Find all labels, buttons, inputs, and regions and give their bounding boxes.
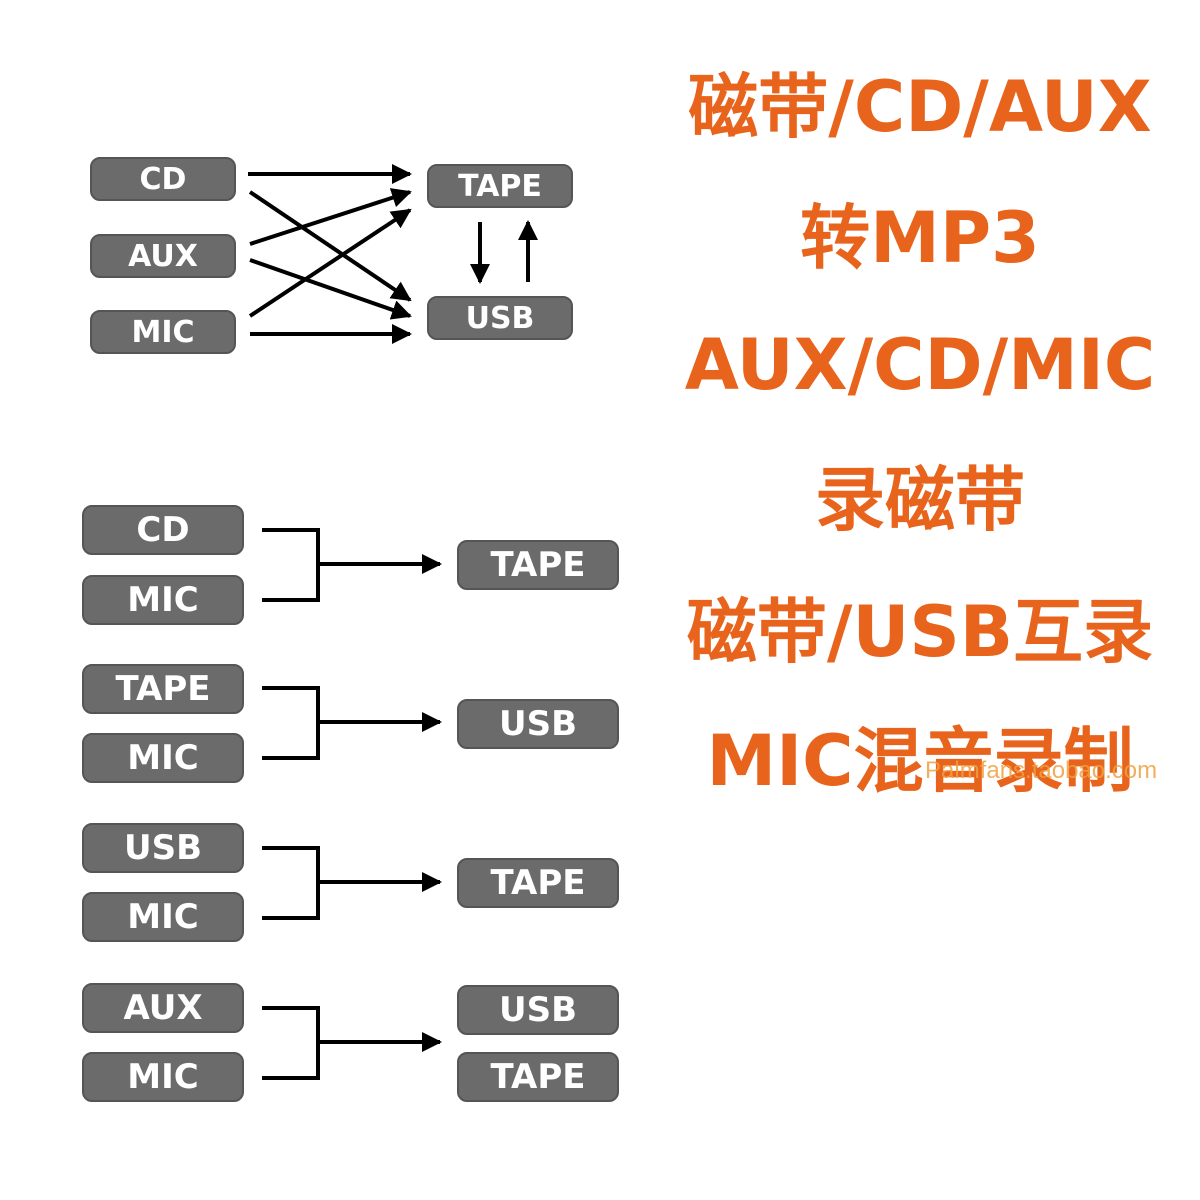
bracket-1 — [262, 528, 320, 602]
mix4-input-mic: MIC — [82, 1052, 244, 1102]
mix3-output-tape: TAPE — [457, 858, 619, 908]
mix2-input-tape: TAPE — [82, 664, 244, 714]
arrow-cd-usb — [248, 190, 412, 302]
title-line-6: MIC混音录制 — [706, 720, 1134, 802]
mix3-input-usb: USB — [82, 823, 244, 873]
mix4-output-tape: TAPE — [457, 1052, 619, 1102]
arrow-mic-tape — [248, 208, 412, 318]
title-line-1: 磁带/CD/AUX — [688, 66, 1152, 148]
mix1-input-cd: CD — [82, 505, 244, 555]
target-usb: USB — [427, 296, 573, 340]
source-aux: AUX — [90, 234, 236, 278]
title-line-4: 录磁带 — [815, 459, 1025, 541]
arrow-aux-usb — [249, 258, 412, 320]
title-line-5: 磁带/USB互录 — [686, 591, 1154, 673]
target-tape: TAPE — [427, 164, 573, 208]
source-mic: MIC — [90, 310, 236, 354]
bracket-3 — [262, 846, 320, 920]
mix1-input-mic: MIC — [82, 575, 244, 625]
title-line-2: 转MP3 — [800, 197, 1040, 279]
bracket-4 — [262, 1006, 320, 1080]
title-line-3: AUX/CD/MIC — [684, 324, 1156, 406]
bracket-2 — [262, 686, 320, 760]
mix1-output-tape: TAPE — [457, 540, 619, 590]
mix4-input-aux: AUX — [82, 983, 244, 1033]
source-cd: CD — [90, 157, 236, 201]
arrow-aux-tape — [249, 188, 412, 246]
mix2-input-mic: MIC — [82, 733, 244, 783]
mix3-input-mic: MIC — [82, 892, 244, 942]
watermark: Palmfans.taobao.com — [925, 757, 1158, 784]
mix4-output-usb: USB — [457, 985, 619, 1035]
mix2-output-usb: USB — [457, 699, 619, 749]
